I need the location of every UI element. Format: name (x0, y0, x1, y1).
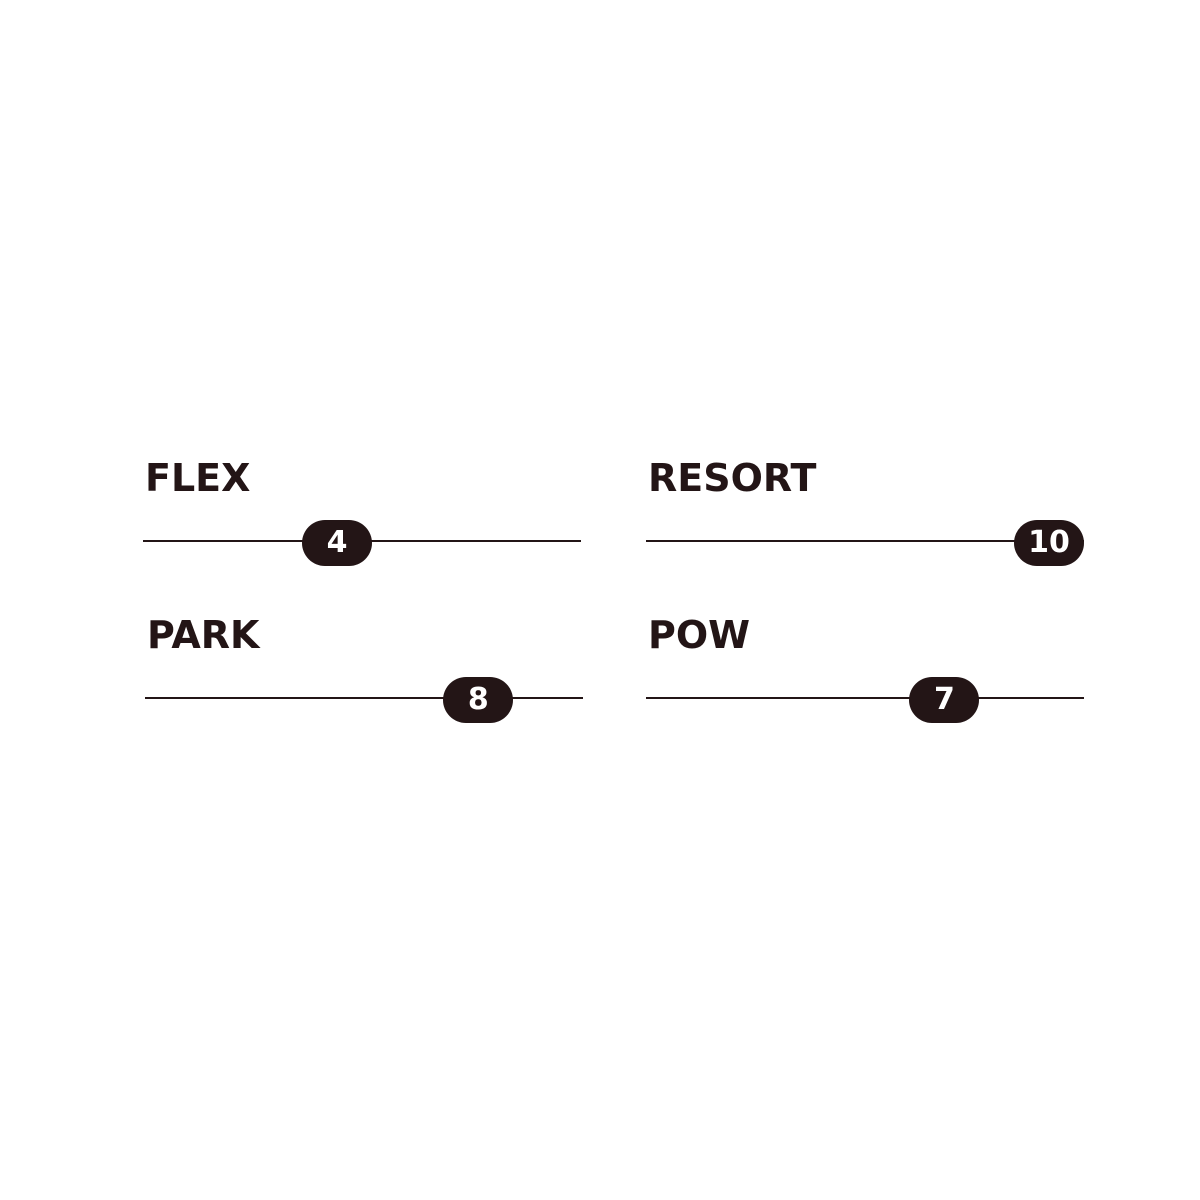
rating-label: RESORT (648, 456, 817, 500)
rating-label: POW (648, 613, 751, 657)
rating-label: FLEX (145, 456, 251, 500)
rating-resort: RESORT 10 (646, 456, 1084, 576)
rating-value-badge: 7 (909, 677, 980, 723)
rating-track (646, 697, 1084, 699)
rating-park: PARK 8 (145, 613, 583, 733)
rating-flex: FLEX 4 (143, 456, 581, 576)
rating-value-badge: 10 (1013, 520, 1084, 566)
rating-pow: POW 7 (646, 613, 1084, 733)
rating-value-badge: 4 (302, 520, 373, 566)
rating-track (145, 697, 583, 699)
rating-label: PARK (147, 613, 260, 657)
rating-value-badge: 8 (443, 677, 514, 723)
rating-track (646, 540, 1084, 542)
